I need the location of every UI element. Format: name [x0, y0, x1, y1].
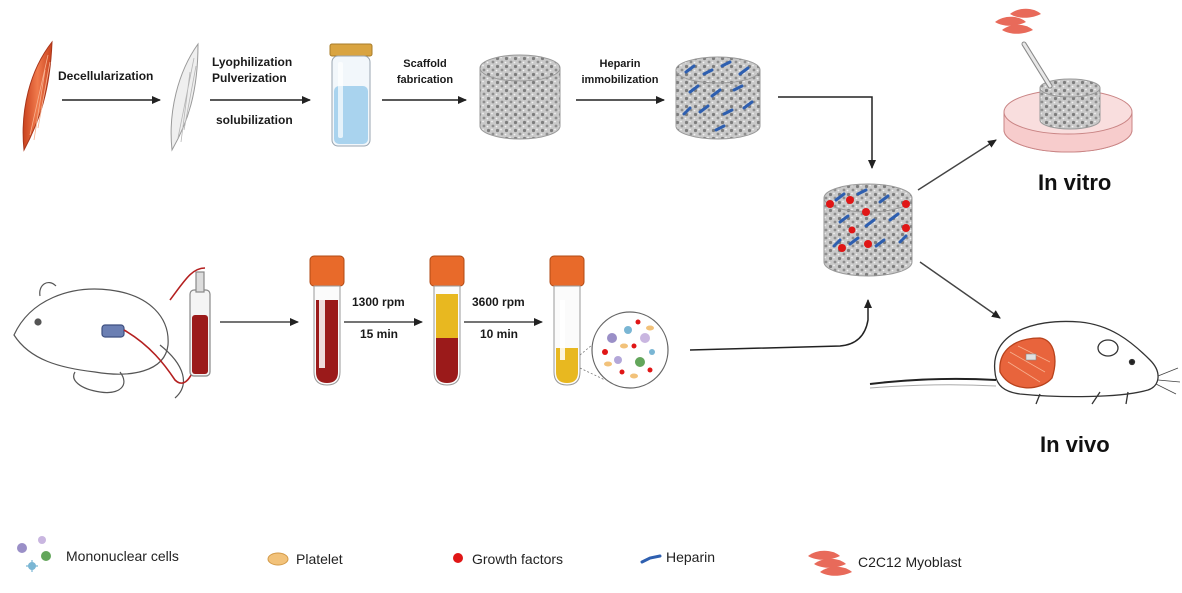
label-pulverization: Pulverization: [212, 71, 287, 85]
arrow-to-in-vivo: [919, 261, 1001, 319]
label-in-vivo: In vivo: [1040, 432, 1110, 457]
heparin-icon: [640, 554, 662, 564]
zoom-guide-line: [579, 367, 606, 381]
growth-factor-icon: [453, 553, 463, 563]
legend-label-growth-factors: Growth factors: [472, 551, 564, 567]
prp-tube-icon: [549, 255, 585, 386]
culture-dish-icon: [1003, 41, 1133, 153]
prp-heparin-scaffold-icon: [823, 183, 913, 277]
platelet-icon: [267, 552, 289, 566]
label-in-vitro: In vitro: [1038, 170, 1112, 195]
mononuclear-cells-icon: [17, 536, 51, 572]
arrow-to-combined-scaffold-bottom: [689, 299, 872, 351]
separated-blood-tube-icon: [429, 255, 465, 386]
legend-label-heparin: Heparin: [666, 549, 716, 565]
label-spin2-rpm: 3600 rpm: [472, 295, 525, 309]
myoblast-drops-icon: [995, 8, 1041, 34]
label-spin1-time: 15 min: [360, 327, 399, 341]
label-lyophilization: Lyophilization: [212, 55, 293, 69]
legend-label-c2c12-myoblast: C2C12 Myoblast: [858, 554, 962, 570]
label-spin2-time: 10 min: [480, 327, 519, 341]
porous-scaffold-icon: [479, 54, 561, 140]
label-immobilization: immobilization: [581, 74, 659, 86]
label-solubilization: solubilization: [216, 113, 293, 127]
label-decellularization: Decellularization: [58, 69, 154, 83]
label-heparin: Heparin: [599, 58, 641, 70]
rat-blood-draw-icon: [13, 267, 211, 399]
myoblast-icon: [808, 550, 852, 576]
rat-implant-icon: [869, 320, 1181, 405]
heparin-scaffold-icon: [675, 56, 761, 140]
arrow-to-in-vitro: [917, 139, 997, 191]
prp-content-zoom-icon: [591, 311, 669, 389]
label-scaffold: Scaffold: [403, 58, 447, 70]
native-muscle-icon: [22, 40, 53, 152]
decellularized-muscle-icon: [170, 42, 199, 152]
label-spin1-rpm: 1300 rpm: [352, 295, 405, 309]
legend-label-platelet: Platelet: [296, 551, 343, 567]
legend-label-mononuclear-cells: Mononuclear cells: [66, 548, 179, 564]
whole-blood-tube-icon: [309, 255, 345, 386]
arrow-to-combined-scaffold-top: [778, 96, 876, 169]
solution-vial-icon: [329, 43, 373, 147]
label-fabrication: fabrication: [396, 74, 454, 86]
